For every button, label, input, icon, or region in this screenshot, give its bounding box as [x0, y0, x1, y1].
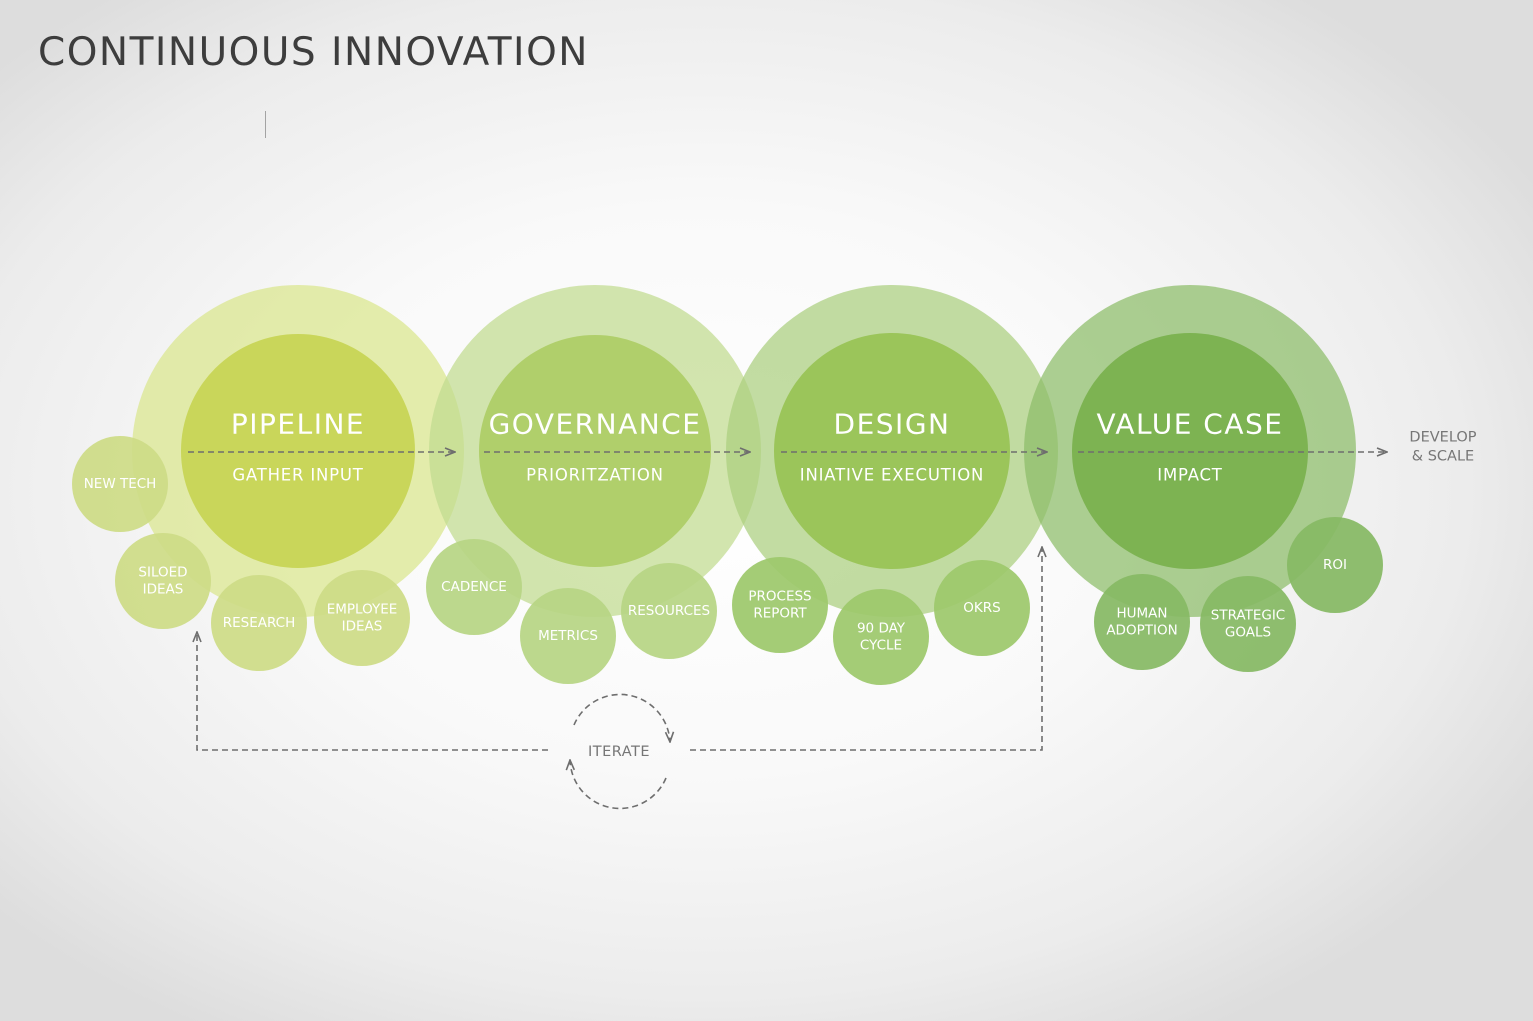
satellite-90-day-cycle [833, 589, 929, 685]
satellite-metrics [520, 588, 616, 684]
pipeline-stage-subtitle: GATHER INPUT [232, 466, 363, 485]
satellite-siloed-ideas-label-line-1: SILOED [138, 565, 187, 581]
governance-stage-subtitle: PRIORITZATION [526, 466, 664, 485]
value-case-core-circle [1072, 333, 1308, 569]
satellite-90-day-cycle-label-line-2: CYCLE [860, 638, 902, 654]
pipeline-core-circle [181, 334, 415, 568]
satellite-research-label-line-1: RESEARCH [223, 615, 296, 631]
satellite-resources [621, 563, 717, 659]
satellite-resources-label-line-1: RESOURCES [628, 603, 710, 619]
satellite-cadence-label-line-1: CADENCE [441, 579, 507, 595]
value-case-stage-subtitle: IMPACT [1157, 466, 1223, 485]
develop-scale-label-line-1: DEVELOP [1409, 430, 1476, 446]
satellite-employee-ideas-label-line-2: IDEAS [342, 619, 383, 635]
iterate-feed-arrow [690, 547, 1042, 751]
iterate-cycle-arrow-bottom [570, 760, 667, 810]
governance-core-circle [479, 335, 711, 567]
governance-stage-title: GOVERNANCE [489, 408, 702, 441]
satellite-new-tech [72, 436, 168, 532]
satellite-human-adoption-label-line-2: ADOPTION [1106, 623, 1177, 639]
page-title: CONTINUOUS INNOVATION [38, 30, 589, 75]
satellite-process-report-label-line-2: REPORT [753, 606, 807, 622]
satellite-roi-label-line-1: ROI [1323, 557, 1347, 573]
satellite-human-adoption-label-line-1: HUMAN [1116, 606, 1167, 622]
satellite-cadence [426, 539, 522, 635]
design-stage-subtitle: INIATIVE EXECUTION [800, 466, 984, 485]
value-case-stage-title: VALUE CASE [1097, 408, 1284, 441]
satellite-okrs [934, 560, 1030, 656]
satellite-metrics-label-line-1: METRICS [538, 628, 598, 644]
satellite-strategic-goals-label-line-1: STRATEGIC [1211, 608, 1285, 624]
stage-core-circles [181, 333, 1308, 569]
iterate-label: ITERATE [588, 744, 650, 760]
satellite-employee-ideas [314, 570, 410, 666]
iterate-cycle-arrow-top [573, 693, 670, 742]
satellite-90-day-cycle-label-line-1: 90 DAY [857, 621, 906, 637]
satellite-human-adoption [1094, 574, 1190, 670]
iterate-return-arrow [197, 632, 548, 751]
satellite-siloed-ideas-label-line-2: IDEAS [143, 582, 184, 598]
design-stage-title: DESIGN [834, 408, 951, 441]
develop-scale-label-line-2: & SCALE [1412, 449, 1474, 465]
satellite-new-tech-label-line-1: NEW TECH [84, 476, 157, 492]
satellite-strategic-goals [1200, 576, 1296, 672]
design-core-circle [774, 333, 1010, 569]
satellite-process-report [732, 557, 828, 653]
text-cursor-mark [265, 111, 266, 138]
satellite-siloed-ideas [115, 533, 211, 629]
satellite-employee-ideas-label-line-1: EMPLOYEE [327, 602, 398, 618]
satellite-strategic-goals-label-line-2: GOALS [1225, 625, 1271, 641]
iterate-loop: ITERATE [197, 547, 1042, 810]
satellite-circles [72, 436, 1383, 685]
satellite-okrs-label-line-1: OKRS [963, 600, 1000, 616]
pipeline-stage-title: PIPELINE [231, 408, 365, 441]
satellite-process-report-label-line-1: PROCESS [748, 589, 811, 605]
satellite-research [211, 575, 307, 671]
satellite-roi [1287, 517, 1383, 613]
